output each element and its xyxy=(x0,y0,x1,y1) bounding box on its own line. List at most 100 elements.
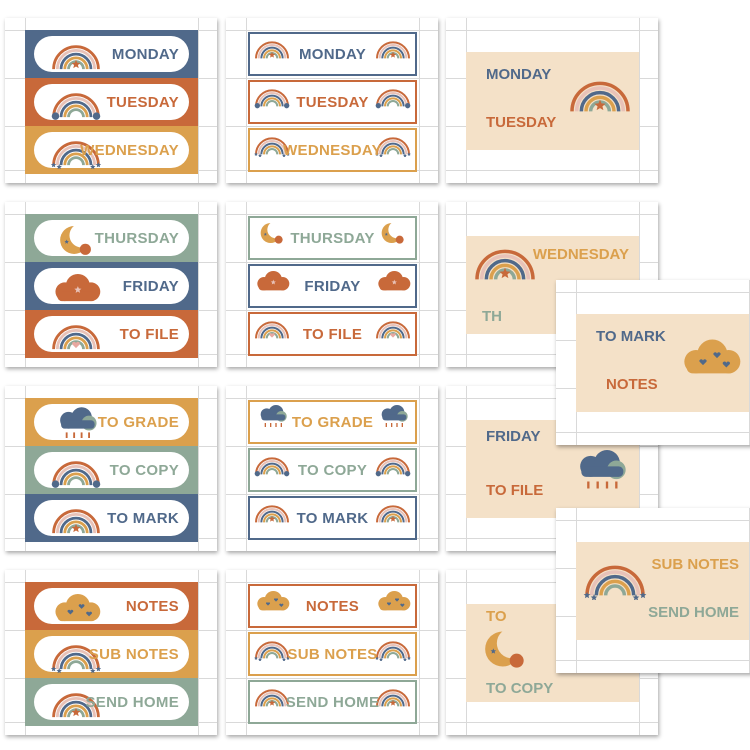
grid-line xyxy=(226,30,438,31)
grid-line xyxy=(556,660,750,661)
rainbow-rain-icon xyxy=(252,637,292,666)
rainbow-heart-icon xyxy=(48,319,104,358)
card-top-text: TO xyxy=(486,608,507,625)
rainbow-heart-icon xyxy=(252,317,292,346)
card-background: SUB NOTES SEND HOME xyxy=(576,542,749,640)
label-sheet: TO GRADE TO COPY TO MARK xyxy=(226,386,438,551)
card-bottom-text: SEND HOME xyxy=(648,604,739,621)
label-text: MONDAY xyxy=(111,45,179,63)
rainbow-rain-icon xyxy=(373,637,413,666)
label-box: SUB NOTES xyxy=(248,632,417,676)
label-sheet: THURSDAY FRIDAY TO FILE xyxy=(5,202,217,367)
rainbow-star-icon xyxy=(373,501,413,530)
label-text: TO GRADE xyxy=(291,413,374,431)
label-box: TO FILE xyxy=(248,312,417,356)
rain-cloud-icon xyxy=(48,407,104,446)
label-thursday: THURSDAY xyxy=(246,214,419,262)
label-wednesday: WEDNESDAY xyxy=(246,126,419,174)
grid-line xyxy=(226,446,438,447)
label-box: TO GRADE xyxy=(248,400,417,444)
grid-line xyxy=(446,214,658,215)
grid-line xyxy=(226,494,438,495)
rainbow-star-icon xyxy=(48,503,104,542)
grid-line xyxy=(226,398,438,399)
grid-line xyxy=(226,582,438,583)
label-to-grade: TO GRADE xyxy=(25,398,198,446)
card-bottom-text: TO FILE xyxy=(486,482,544,499)
label-box: THURSDAY xyxy=(248,216,417,260)
card-bottom-text: TH xyxy=(482,308,502,325)
grid-line xyxy=(446,538,658,539)
rainbow-star-icon xyxy=(252,685,292,714)
label-text: TO COPY xyxy=(109,461,179,479)
label-text: THURSDAY xyxy=(94,229,179,247)
label-text: SUB NOTES xyxy=(287,645,378,663)
label-to-grade: TO GRADE xyxy=(246,398,419,446)
label-text: SEND HOME xyxy=(85,693,179,711)
label-to-mark: TO MARK xyxy=(246,494,419,542)
grid-line xyxy=(446,582,658,583)
grid-line xyxy=(446,354,658,355)
card-background: MONDAY TUESDAY xyxy=(466,52,639,150)
moon-icon xyxy=(48,223,104,262)
card-top-text: SUB NOTES xyxy=(651,556,739,573)
moon-icon xyxy=(470,628,540,675)
label-box: WEDNESDAY xyxy=(248,128,417,172)
rainbow-rain-icon xyxy=(48,639,104,678)
card-top-text: TO MARK xyxy=(596,328,666,345)
label-pill: TO FILE xyxy=(34,316,189,352)
rainbow-cloud-icon xyxy=(373,453,413,482)
rain-cloud-icon xyxy=(252,405,292,434)
rainbow-rain-icon xyxy=(48,135,104,174)
card-top-text: FRIDAY xyxy=(486,428,541,445)
grid-line xyxy=(419,18,420,183)
label-sheet: SUB NOTES SEND HOME xyxy=(556,508,750,673)
label-pill: TO GRADE xyxy=(34,404,189,440)
rainbow-rain-icon xyxy=(252,133,292,162)
label-sub-notes: SUB NOTES xyxy=(246,630,419,678)
grid-line xyxy=(226,78,438,79)
grid-line xyxy=(246,18,247,183)
label-box: TO COPY xyxy=(248,448,417,492)
heart-cloud-icon xyxy=(48,591,104,630)
label-pill: TO MARK xyxy=(34,500,189,536)
label-monday: MONDAY xyxy=(246,30,419,78)
cloud-icon xyxy=(373,269,413,298)
grid-line xyxy=(198,18,199,183)
rainbow-star-icon xyxy=(48,687,104,726)
grid-line xyxy=(198,570,199,735)
label-pill: SUB NOTES xyxy=(34,636,189,674)
card-background: TO MARK NOTES xyxy=(576,314,749,412)
grid-line xyxy=(419,202,420,367)
label-to-file: TO FILE xyxy=(25,310,198,358)
label-text: TO MARK xyxy=(296,509,369,527)
label-send-home: SEND HOME xyxy=(246,678,419,726)
grid-line xyxy=(556,520,750,521)
label-send-home: SEND HOME xyxy=(25,678,198,726)
label-box: FRIDAY xyxy=(248,264,417,308)
rainbow-cloud-icon xyxy=(373,85,413,114)
grid-line xyxy=(226,310,438,311)
rainbow-cloud-icon xyxy=(48,455,104,494)
label-monday: MONDAY xyxy=(25,30,198,78)
rainbow-star-icon xyxy=(48,39,104,78)
cloud-icon xyxy=(252,269,292,298)
rain-cloud-icon xyxy=(373,405,413,434)
card-bottom-text: TUESDAY xyxy=(486,114,557,131)
label-pill: SEND HOME xyxy=(34,684,189,720)
label-notes: NOTES xyxy=(25,582,198,630)
grid-line xyxy=(246,386,247,551)
grid-line xyxy=(226,126,438,127)
label-sheet: MONDAY TUESDAY xyxy=(446,18,658,183)
label-tuesday: TUESDAY xyxy=(25,78,198,126)
card-top-text: WEDNESDAY xyxy=(532,246,629,263)
card-bottom-text: TO COPY xyxy=(486,680,554,697)
label-pill: FRIDAY xyxy=(34,268,189,304)
label-sub-notes: SUB NOTES xyxy=(25,630,198,678)
heart-cloud-icon xyxy=(252,589,292,618)
rainbow-rain-icon xyxy=(373,133,413,162)
rainbow-star-icon xyxy=(252,501,292,530)
grid-line xyxy=(446,398,658,399)
